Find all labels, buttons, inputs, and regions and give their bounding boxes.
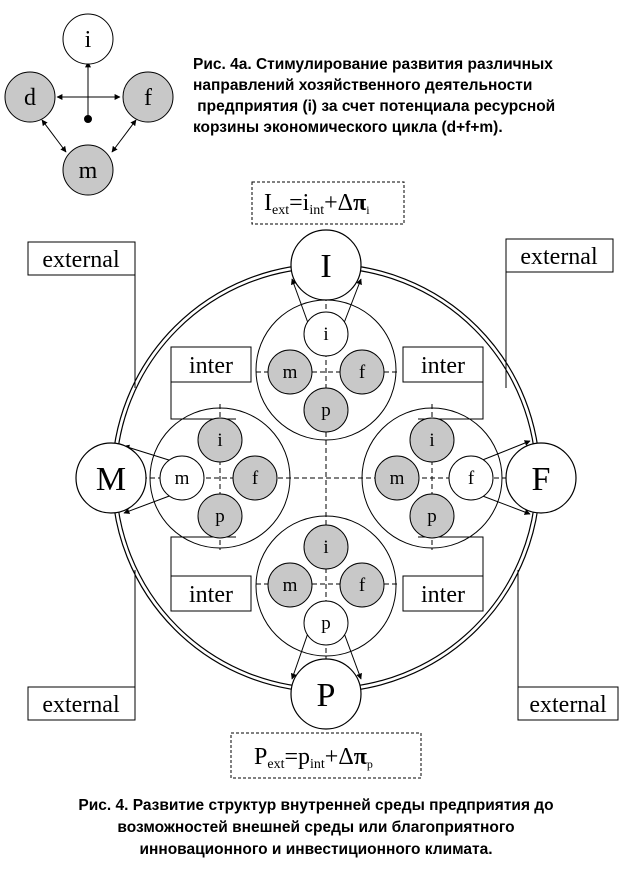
caption-4-line-1: Рис. 4. Развитие структур внутренней сре… [78,797,553,814]
mini-label-f: f [144,85,152,111]
outer-label-F: F [532,461,551,498]
external-box-top-left [27,241,136,276]
caption-4a-line-4: корзины экономического цикла (d+f+m). [193,119,503,136]
external-label-bottom-left: external [42,692,120,718]
bottom-cluster-node-i [303,524,349,570]
mini-diagram [4,13,174,196]
bottom-cluster-label-f: f [359,575,366,596]
external-box-top-right [505,238,614,273]
right-cluster-label-p: p [427,506,437,527]
formula-bottom-box [230,732,422,779]
mini-label-m: m [79,158,98,184]
formula-top-box [251,181,405,225]
top-cluster-label-m: m [283,362,298,383]
outer-label-P: P [317,677,336,714]
bottom-cluster-label-p: p [321,613,331,634]
mini-origin-dot [84,115,92,123]
formula-top: Iext=iint+Δπi [264,190,370,218]
bottom-cluster-node-f [339,562,385,608]
mini-node-m [62,144,114,196]
mini-label-d: d [24,85,36,111]
left-cluster-node-f [232,455,278,501]
right-cluster-node-i [409,417,455,463]
top-cluster-label-p: p [321,400,331,421]
expansion-arrows [123,278,531,680]
outer-node-I [290,229,362,301]
outer-node-M [75,442,147,514]
top-cluster-label-f: f [359,362,366,383]
top-cluster-node-f [339,349,385,395]
caption-4a-line-1: Рис. 4а. Стимулирование развития различн… [193,56,553,73]
caption-4a-line-2: направлений хозяйственного деятельности [193,77,532,94]
right-cluster-label-f: f [468,468,475,489]
outer-node-F [505,442,577,514]
left-cluster-node-m [159,455,205,501]
outer-label-I: I [320,248,331,285]
left-cluster-node-i [197,417,243,463]
right-cluster-node-f [448,455,494,501]
inter-box-bottom-left [170,575,252,612]
bottom-cluster-label-i: i [323,537,328,558]
left-cluster-label-p: p [215,506,225,527]
outer-node-P [290,658,362,730]
bottom-cluster-node-m [267,562,313,608]
right-cluster-node-m [374,455,420,501]
inter-label-bottom-left: inter [189,582,233,608]
inter-box-top-left [170,346,252,383]
inter-box-top-right [402,346,484,383]
external-label-top-right: external [520,244,598,270]
inter-label-top-right: inter [421,353,465,379]
mini-label-i: i [85,27,92,53]
mini-node-f [122,71,174,123]
left-cluster-node-p [197,493,243,539]
external-label-bottom-right: external [529,692,607,718]
right-cluster-label-i: i [429,430,434,451]
left-cluster-label-i: i [217,430,222,451]
right-cluster-label-m: m [390,468,405,489]
external-label-top-left: external [42,247,120,273]
left-cluster-label-f: f [252,468,259,489]
left-cluster-label-m: m [175,468,190,489]
external-box-bottom-right [517,686,619,721]
inter-label-bottom-right: inter [421,582,465,608]
formula-bottom: Pext=pint+Δπp [254,744,373,772]
inter-label-top-left: inter [189,353,233,379]
mini-node-d [4,71,56,123]
top-cluster-node-i [303,311,349,357]
bottom-cluster-node-p [303,600,349,646]
top-cluster-node-m [267,349,313,395]
external-box-bottom-left [27,686,136,721]
caption-4a-line-3: предприятия (i) за счет потенциала ресур… [193,98,555,115]
outer-label-M: M [96,461,126,498]
inter-box-bottom-right [402,575,484,612]
top-cluster-label-i: i [323,324,328,345]
caption-4-line-2: возможностей внешней среды или благоприя… [117,819,514,836]
top-cluster-node-p [303,387,349,433]
mini-node-i [62,13,114,65]
right-cluster-node-p [409,493,455,539]
external-connectors [134,272,519,687]
bottom-cluster-label-m: m [283,575,298,596]
caption-4-line-3: инновационного и инвестиционного климата… [139,841,492,858]
